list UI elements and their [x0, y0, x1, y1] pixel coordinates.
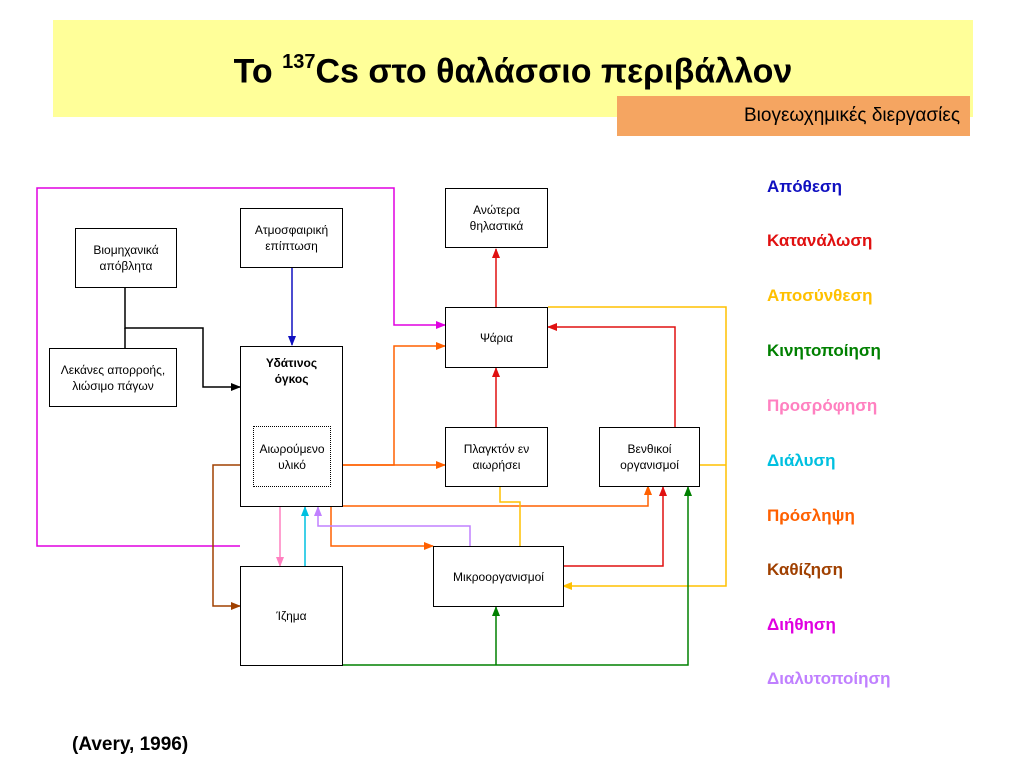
higher-predators-label: Ανώτερα θηλαστικά: [469, 203, 524, 233]
title-superscript: 137: [282, 51, 316, 73]
title-suffix: Cs στο θαλάσσιο περιβάλλον: [315, 52, 793, 91]
flow-decomp-plankton: [499, 486, 521, 546]
legend-sorption: Προσρόφηση: [767, 396, 878, 415]
page-title: Το 137Cs στο θαλάσσιο περιβάλλον: [53, 44, 973, 91]
flow-decomposition: [548, 306, 727, 590]
industrial-waste-box: Βιομηχανικά απόβλητα: [75, 228, 177, 288]
suspended-matter-label: Αιωρούμενο υλικό: [259, 441, 325, 472]
fish-box: Ψάρια: [445, 307, 548, 368]
flow-solubilization: [314, 506, 471, 546]
flow-inputs: [124, 287, 241, 391]
microorganisms-box: Μικροοργανισμοί: [433, 546, 564, 607]
atmospheric-label: Ατμοσφαιρική επίπτωση: [254, 223, 329, 253]
suspended-matter-box: Αιωρούμενο υλικό: [253, 426, 331, 487]
benthic-label: Βενθικοί οργανισμοί: [620, 442, 679, 472]
atmospheric-box: Ατμοσφαιρική επίπτωση: [240, 208, 343, 268]
legend-solubilization: Διαλυτοποίηση: [767, 669, 891, 688]
legend-sedimentation: Καθίζηση: [767, 560, 844, 579]
fish-label: Ψάρια: [480, 330, 513, 345]
legend-filtration: Διήθηση: [767, 615, 836, 634]
flow-benthic-to-fish: [547, 323, 676, 427]
legend-uptake: Πρόσληψη: [767, 506, 855, 525]
sediment-label: Ίζημα: [276, 609, 307, 623]
flow-uptake-micro: [330, 506, 434, 550]
water-volume-label: Υδάτινος όγκος: [265, 356, 318, 386]
flow-sedimentation: [212, 464, 253, 610]
basins-label: Λεκάνες απορροής, λιώσιμο πάγων: [60, 362, 166, 393]
industrial-waste-label: Βιομηχανικά απόβλητα: [93, 243, 159, 273]
subtitle: Βιογεωχημικές διεργασίες: [743, 105, 960, 126]
legend-decomposition: Αποσύνθεση: [767, 286, 873, 305]
citation: (Avery, 1996): [72, 734, 189, 755]
legend-consumption: Κατανάλωση: [767, 231, 873, 250]
flow-filtration: [36, 187, 446, 547]
basins-box: Λεκάνες απορροής, λιώσιμο πάγων: [49, 348, 177, 407]
flow-uptake-benthic: [342, 485, 652, 507]
subtitle-box: [617, 96, 970, 136]
flow-mobilization: [342, 486, 692, 666]
higher-predators-box: Ανώτερα θηλαστικά: [445, 188, 548, 248]
benthic-box: Βενθικοί οργανισμοί: [599, 427, 700, 487]
flow-micro-to-benthic: [563, 486, 667, 567]
flow-uptake-fish: [342, 342, 446, 466]
title-prefix: Το: [233, 52, 283, 91]
microorganisms-label: Μικροοργανισμοί: [453, 569, 544, 584]
plankton-box: Πλαγκτόν εν αιωρήσει: [445, 427, 548, 487]
sediment-box: Ίζημα: [240, 566, 343, 666]
legend-deposition: Απόθεση: [767, 177, 842, 196]
legend-mobilization: Κινητοποίηση: [767, 341, 881, 360]
plankton-label: Πλαγκτόν εν αιωρήσει: [463, 442, 530, 472]
legend-dissolution: Διάλυση: [767, 451, 836, 470]
